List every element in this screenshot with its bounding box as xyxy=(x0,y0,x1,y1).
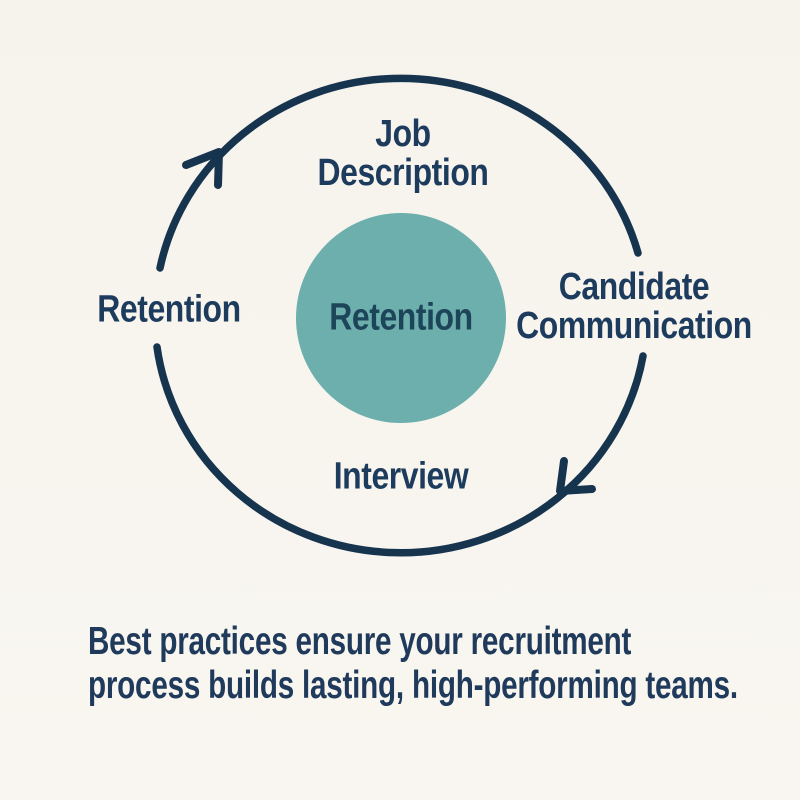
center-circle xyxy=(296,213,506,423)
step-label-interview: Interview xyxy=(333,455,469,498)
step-label-line: Description xyxy=(317,152,489,194)
center-label-text: Retention xyxy=(329,296,473,339)
step-label-candidate-communication: Candidate Communication xyxy=(516,268,752,346)
caption-line: Best practices ensure your recruitment xyxy=(88,620,632,663)
clockwise-arrowhead-top-icon xyxy=(182,148,223,189)
caption: Best practices ensure your recruitment p… xyxy=(88,620,738,708)
step-label-line: Candidate xyxy=(558,266,710,308)
center-label: Retention xyxy=(329,296,473,339)
step-label-job-description: Job Description xyxy=(318,115,489,193)
step-label-line: Communication xyxy=(516,305,752,347)
step-label-line: Retention xyxy=(97,288,241,331)
cycle-ring-bottom-arc xyxy=(153,343,647,557)
clockwise-arrowhead-bottom-icon xyxy=(556,457,596,495)
caption-line: process builds lasting, high-performing … xyxy=(88,664,738,707)
step-label-line: Job xyxy=(375,113,431,155)
step-label-retention: Retention xyxy=(97,288,241,331)
step-label-line: Interview xyxy=(333,455,469,498)
cycle-ring-top-arc xyxy=(156,74,642,272)
